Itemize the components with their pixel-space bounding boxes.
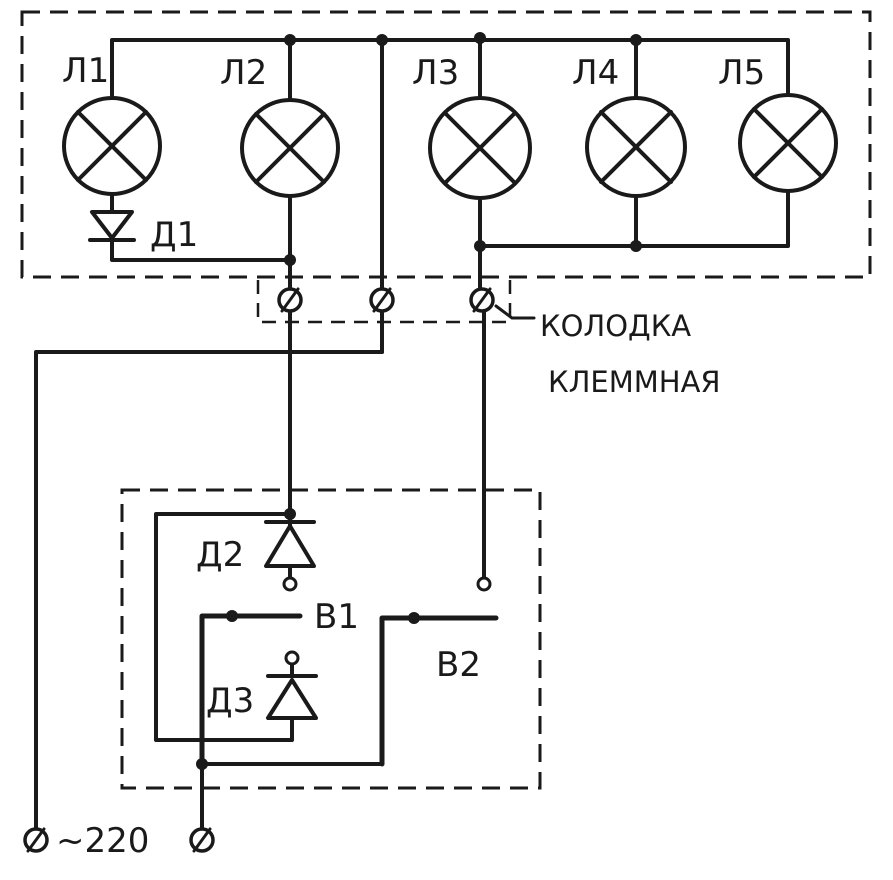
diode-d2 bbox=[264, 520, 316, 568]
b2-contact bbox=[379, 615, 499, 767]
label-lamp-l2: Л2 bbox=[220, 53, 267, 93]
terminal-screw-2 bbox=[369, 287, 395, 313]
supply-terminal-right bbox=[189, 827, 215, 853]
lamp-l1 bbox=[62, 96, 162, 196]
d1-to-l2-return bbox=[110, 236, 292, 262]
b2-open-contact bbox=[476, 576, 492, 592]
b1-contact bbox=[199, 613, 303, 767]
lamp-l5 bbox=[738, 93, 838, 193]
label-switch-b2: В2 bbox=[436, 645, 481, 685]
d2-open-contact bbox=[282, 576, 298, 592]
switch-unit-enclosure bbox=[120, 488, 542, 790]
label-terminal-block-line2: КЛЕММНАЯ bbox=[548, 365, 721, 399]
label-diode-d3: Д3 bbox=[206, 681, 254, 721]
label-terminal-block-line1: КОЛОДКА bbox=[540, 309, 691, 343]
label-supply-voltage: ~220 bbox=[56, 821, 149, 861]
d2-left-loop bbox=[154, 512, 294, 742]
label-diode-d2: Д2 bbox=[196, 535, 244, 575]
lamp-housing-enclosure bbox=[20, 10, 872, 279]
d3-open-contact bbox=[284, 650, 300, 666]
top-bus-wire bbox=[110, 38, 790, 100]
label-diode-d1: Д1 bbox=[150, 215, 198, 255]
lamp-l4 bbox=[585, 96, 687, 198]
junction-dots bbox=[196, 32, 642, 770]
bottom-bus-wire bbox=[478, 188, 790, 248]
label-lamp-l3: Л3 bbox=[412, 53, 459, 93]
label-lamp-l5: Л5 bbox=[718, 53, 765, 93]
label-lamp-l1: Л1 bbox=[62, 51, 109, 91]
lamp-l2 bbox=[240, 98, 340, 198]
label-switch-b1: В1 bbox=[314, 597, 359, 637]
terminal-screw-3 bbox=[469, 287, 495, 313]
diode-d1 bbox=[88, 210, 136, 242]
terminal-screw-1 bbox=[277, 287, 303, 313]
supply-left-wire bbox=[34, 350, 384, 830]
diode-d3 bbox=[266, 674, 318, 720]
supply-terminal-left bbox=[23, 827, 49, 853]
lamp-l3 bbox=[428, 96, 532, 200]
terminal-block-leader bbox=[494, 304, 536, 320]
label-lamp-l4: Л4 bbox=[572, 53, 619, 93]
